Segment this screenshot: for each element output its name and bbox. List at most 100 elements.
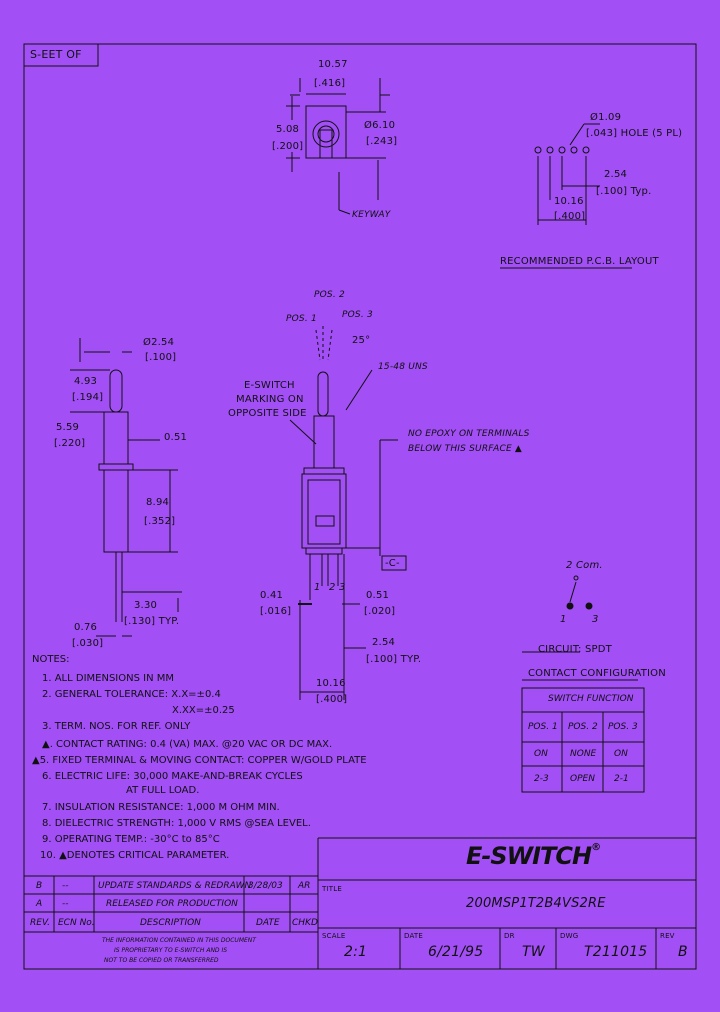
note-line: ▲5. FIXED TERMINAL & MOVING CONTACT: COP… — [32, 755, 367, 766]
table-cell: OPEN — [570, 774, 595, 784]
ecn-header: ECN No. — [58, 918, 95, 928]
rev-header: REV. — [30, 918, 50, 928]
date-label: DATE — [404, 932, 424, 940]
sheet-label: S-EET OF — [30, 48, 82, 61]
term-1-label: 1 — [560, 614, 567, 625]
front-d-left: 0.41 — [260, 590, 284, 601]
marking-line-3: OPPOSITE SIDE — [228, 408, 307, 419]
desc-header: DESCRIPTION — [140, 918, 201, 928]
company-logo: E-SWITCH® — [466, 842, 601, 870]
date-cell: 3/28/03 — [248, 881, 283, 891]
front-d-left-in: [.016] — [260, 606, 292, 617]
dr-label: DR — [504, 932, 515, 940]
top-width-dim-in: [.416] — [314, 78, 346, 89]
side-d5: 3.30 — [134, 600, 158, 611]
side-d6: 0.76 — [74, 622, 98, 633]
side-dia: Ø2.54 — [143, 337, 175, 348]
switch-function-table-frame — [521, 687, 645, 793]
table-cell: ON — [534, 749, 548, 759]
dr-value: TW — [522, 944, 545, 960]
pcb-span-in: [.400] — [554, 211, 586, 222]
table-cell: 2-1 — [614, 774, 629, 784]
front-view — [289, 326, 407, 700]
table-cell: POS. 3 — [608, 722, 638, 732]
term-num-2: 2 — [329, 582, 336, 593]
desc-cell: UPDATE STANDARDS & REDRAWN — [98, 881, 252, 891]
note-line: ▲. CONTACT RATING: 0.4 (VA) MAX. @20 VAC… — [42, 739, 333, 750]
keyway-label: KEYWAY — [352, 210, 391, 220]
pcb-hole-dim: Ø1.09 — [590, 112, 622, 123]
disclaimer-line: IS PROPRIETARY TO E-SWITCH AND IS — [114, 947, 228, 954]
note-line: 10. ▲DENOTES CRITICAL PARAMETER. — [40, 850, 230, 861]
note-line: 8. DIELECTRIC STRENGTH: 1,000 V RMS @SEA… — [42, 818, 311, 829]
front-pitch-in: [.100] TYP. — [366, 654, 422, 665]
dwg-label: DWG — [560, 932, 579, 940]
top-view — [286, 78, 390, 215]
table-cell: POS. 2 — [568, 722, 598, 732]
top-dia-dim: Ø6.10 — [364, 120, 396, 131]
note-line: 9. OPERATING TEMP.: -30°C to 85°C — [42, 834, 220, 845]
note-line: 7. INSULATION RESISTANCE: 1,000 M OHM MI… — [42, 802, 280, 813]
title-label: TITLE — [322, 885, 342, 893]
com-label: 2 Com. — [566, 560, 603, 571]
circuit-title: CIRCUIT: SPDT — [538, 644, 612, 655]
table-cell: ON — [614, 749, 628, 759]
pos2-label: POS. 2 — [314, 290, 345, 300]
note-line: AT FULL LOAD. — [126, 785, 200, 796]
logo-text: E-SWITCH — [466, 842, 592, 870]
scale-label: SCALE — [322, 932, 346, 940]
table-cell: POS. 1 — [528, 722, 558, 732]
epoxy-line-2: BELOW THIS SURFACE ▲ — [408, 444, 523, 454]
side-dia-in: [.100] — [145, 352, 177, 363]
side-d3: 0.51 — [164, 432, 188, 443]
term-3-label: 3 — [592, 614, 599, 625]
top-height-dim-in: [.200] — [272, 141, 304, 152]
rev-label: REV — [660, 932, 675, 940]
angle-label: 25° — [352, 335, 371, 346]
ecn-cell: -- — [62, 881, 69, 891]
date-header: DATE — [256, 918, 280, 928]
side-d6-in: [.030] — [72, 638, 104, 649]
marking-line-2: MARKING ON — [236, 394, 304, 405]
front-span-in: [.400] — [316, 694, 348, 705]
circuit-diagram — [522, 575, 638, 681]
pcb-layout — [500, 123, 632, 269]
top-height-dim: 5.08 — [276, 124, 300, 135]
table-cell: 2-3 — [534, 774, 549, 784]
datum-c: -C- — [385, 558, 400, 569]
side-d1-in: [.194] — [72, 392, 104, 403]
top-width-dim: 10.57 — [318, 59, 348, 70]
ecn-cell: -- — [62, 899, 69, 909]
front-pitch: 2.54 — [372, 637, 396, 648]
disclaimer-line: NOT TO BE COPIED OR TRANSFERRED — [104, 957, 219, 964]
chkd-cell: AR — [298, 881, 311, 891]
note-line: 6. ELECTRIC LIFE: 30,000 MAKE-AND-BREAK … — [42, 771, 303, 782]
pos3-label: POS. 3 — [342, 310, 373, 320]
side-d5-in: [.130] TYP. — [124, 616, 180, 627]
note-line: 3. TERM. NOS. FOR REF. ONLY — [42, 721, 191, 732]
pcb-pitch: 2.54 — [604, 169, 628, 180]
registered-mark: ® — [591, 842, 601, 853]
pcb-hole-desc: [.043] HOLE (5 PL) — [586, 128, 683, 139]
top-dia-dim-in: [.243] — [366, 136, 398, 147]
front-d-right: 0.51 — [366, 590, 390, 601]
side-d1: 4.93 — [74, 376, 98, 387]
side-view — [70, 338, 182, 637]
front-span: 10.16 — [316, 678, 346, 689]
pcb-title: RECOMMENDED P.C.B. LAYOUT — [500, 256, 659, 267]
side-d4-in: [.352] — [144, 516, 176, 527]
pcb-pitch-in: [.100] Typ. — [596, 186, 652, 197]
chkd-header: CHKD — [292, 918, 318, 928]
disclaimer-line: THE INFORMATION CONTAINED IN THIS DOCUME… — [102, 937, 256, 944]
note-line: 1. ALL DIMENSIONS IN MM — [42, 673, 174, 684]
rev-value: B — [678, 944, 688, 960]
rev-cell: A — [36, 899, 43, 909]
part-number-title: 200MSP1T2B4VS2RE — [466, 896, 606, 911]
epoxy-line-1: NO EPOXY ON TERMINALS — [408, 429, 530, 439]
front-d-right-in: [.020] — [364, 606, 396, 617]
note-line: 2. GENERAL TOLERANCE: X.X=±0.4 — [42, 689, 221, 700]
side-d2-in: [.220] — [54, 438, 86, 449]
thread-label: 15-48 UNS — [378, 362, 428, 372]
